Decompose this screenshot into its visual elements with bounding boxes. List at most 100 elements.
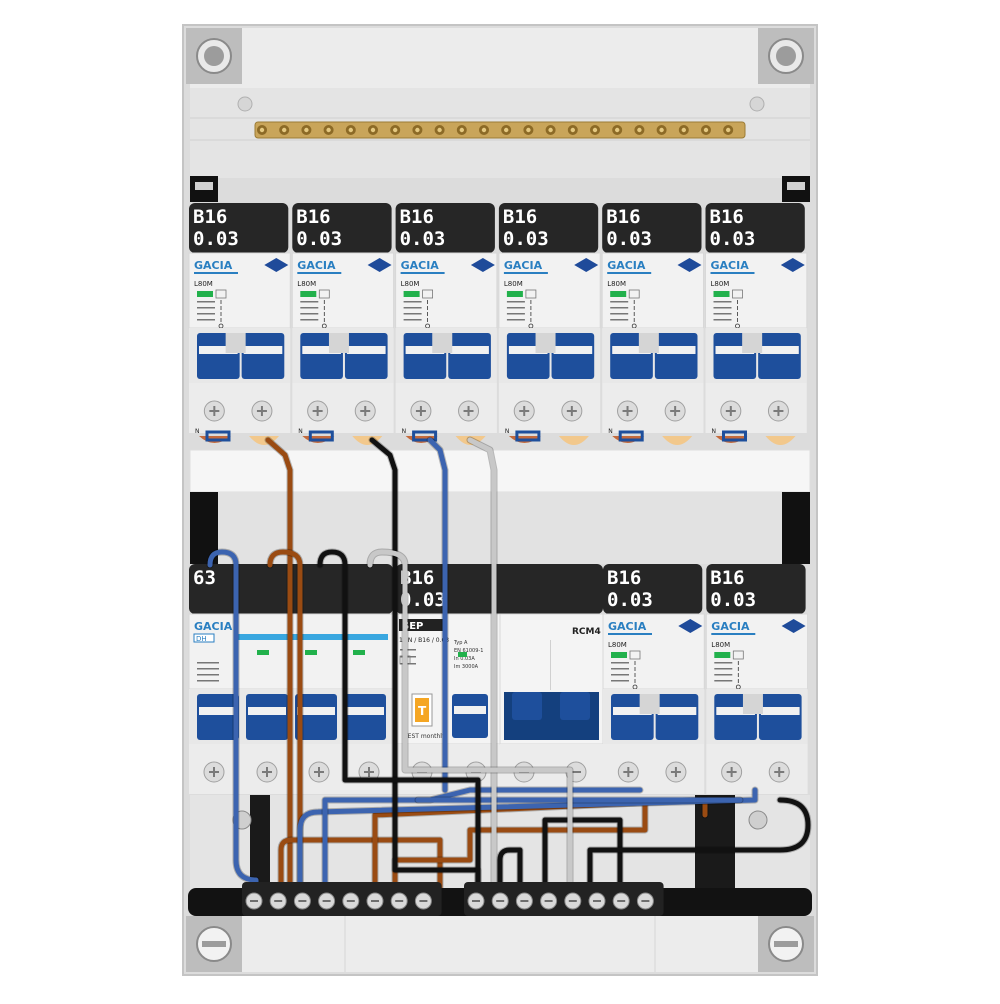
circuit-breaker[interactable]: GACIA L80M N (498, 252, 601, 435)
toggle-lever[interactable] (448, 333, 491, 379)
circuit-breaker[interactable]: GACIA L80M (602, 613, 705, 794)
wire-black (497, 847, 523, 893)
neutral-mark: N (402, 428, 407, 435)
brand-logo-icon (264, 258, 289, 272)
toggle-lever[interactable] (551, 333, 595, 379)
model-label: L80M (504, 280, 523, 288)
brand-label: SEP (402, 621, 423, 632)
circuit-sensitivity: 0.03 (296, 228, 342, 250)
circuit-breaker[interactable]: GACIA L80M N (705, 252, 808, 435)
status-led (458, 652, 467, 657)
toggle-lever[interactable] (452, 694, 488, 738)
status-led (714, 652, 731, 658)
toggle-lever[interactable] (344, 694, 386, 740)
wire-brown (265, 437, 293, 893)
status-led (300, 291, 317, 297)
circuit-sensitivity: 0.03 (606, 228, 652, 250)
wire-grey (367, 549, 573, 893)
status-led (610, 291, 627, 297)
wire-brown (267, 549, 303, 893)
circuit-sensitivity: 0.03 (400, 589, 446, 611)
model-label: L80M (401, 280, 420, 288)
brand-logo-icon (781, 619, 806, 633)
rcd-spec: 1+N / B16 / 0.03 (399, 637, 449, 644)
model-label: L80M (297, 280, 316, 288)
model-label: L80M (194, 280, 213, 288)
brand-label: GACIA (608, 620, 647, 633)
brand-label: GACIA (711, 620, 750, 633)
circuit-rating: B16 (607, 567, 641, 589)
toggle-lever[interactable] (246, 694, 288, 740)
status-led (611, 652, 627, 658)
circuit-rating: B16 (503, 206, 537, 228)
corner-screw-top-left (186, 28, 242, 84)
terminal-block (464, 882, 664, 916)
neutral-mark: N (608, 428, 613, 435)
toggle-lever[interactable] (512, 692, 542, 720)
rcd-spec-line: EN 61009-1 (454, 648, 483, 654)
status-led (403, 291, 420, 297)
wire-black (542, 817, 623, 893)
circuit-breaker[interactable]: GACIA L80M (705, 613, 809, 794)
circuit-sensitivity: 0.03 (193, 228, 239, 250)
toggle-lever[interactable] (344, 333, 388, 379)
busbar-screws (257, 125, 734, 135)
neutral-mark: N (712, 428, 717, 435)
toggle-lever[interactable] (654, 333, 698, 379)
wire-blue (207, 549, 259, 893)
brand-label: GACIA (194, 620, 233, 633)
model-label: L80M (711, 641, 730, 649)
circuit-sensitivity: 0.03 (607, 589, 653, 611)
circuit-sensitivity: 0.03 (400, 228, 446, 250)
top-busbar (254, 121, 746, 139)
neutral-mark: N (505, 428, 510, 435)
toggle-lever[interactable] (655, 694, 699, 740)
toggle-lever[interactable] (758, 694, 802, 740)
status-led (506, 291, 523, 297)
brand-logo-icon (678, 619, 703, 633)
test-button-label: T (418, 704, 427, 718)
status-led (197, 291, 213, 297)
toggle-lever[interactable] (197, 694, 239, 740)
status-led (353, 650, 365, 655)
corner-screw-bottom-left (186, 916, 242, 972)
cable-duct (695, 795, 735, 890)
model-label: L80M (711, 280, 730, 288)
brand-logo-icon (677, 258, 702, 272)
wire-grey (467, 437, 497, 893)
mounting-hole (749, 96, 765, 112)
circuit-rating: B16 (193, 206, 227, 228)
circuit-breaker[interactable]: GACIA L80M N (395, 252, 498, 435)
brand-label: GACIA (401, 259, 440, 272)
test-label: TEST monthly (403, 733, 446, 740)
sub-brand-label: DH (196, 635, 207, 643)
toggle-lever[interactable] (241, 333, 285, 379)
brand-logo-icon (367, 258, 392, 272)
circuit-sensitivity: 0.03 (710, 228, 756, 250)
circuit-rating: B16 (606, 206, 640, 228)
status-led (713, 291, 730, 297)
toggle-lever[interactable] (758, 333, 801, 379)
brand-label: GACIA (504, 259, 543, 272)
middle-rail-cover (189, 449, 811, 493)
brand-label: GACIA (711, 259, 750, 272)
brand-label: GACIA (194, 259, 233, 272)
corner-screw-bottom-right (758, 916, 814, 972)
circuit-rating: B16 (710, 567, 744, 589)
brand-logo-icon (780, 258, 805, 272)
model-label: L80M (608, 641, 627, 649)
toggle-lever[interactable] (560, 692, 590, 720)
rcd-spec-line: In 0.03A (454, 656, 475, 662)
test-button[interactable] (415, 698, 429, 722)
wire-brown (278, 837, 443, 893)
circuit-rating: B16 (400, 567, 434, 589)
toggle-lever[interactable] (295, 694, 337, 740)
wire-blue (427, 437, 448, 793)
